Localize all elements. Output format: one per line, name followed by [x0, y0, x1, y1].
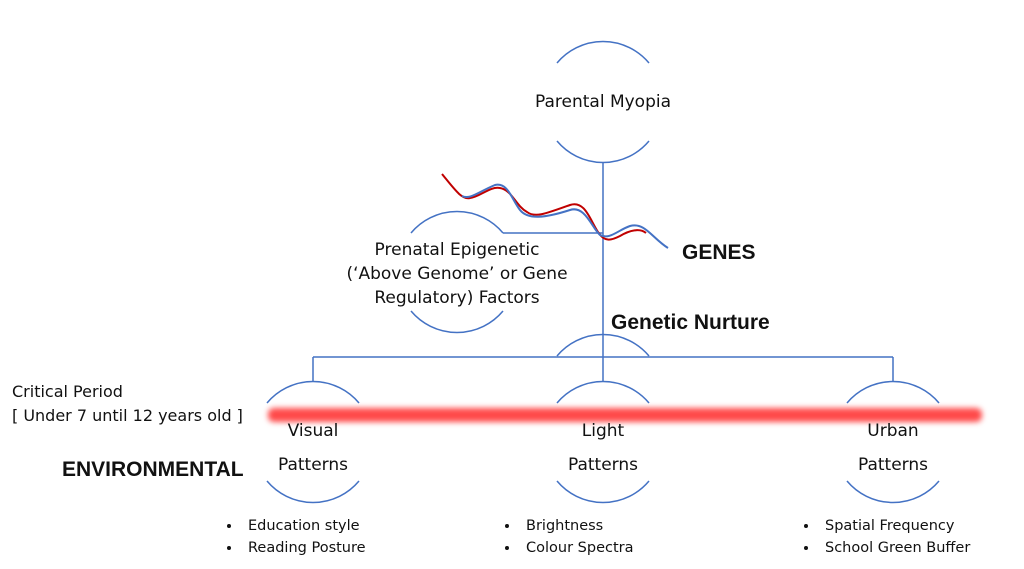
node-visual-patterns: Visual Patterns: [253, 414, 373, 482]
light-bullets: Brightness Colour Spectra: [492, 515, 634, 559]
critical-period-range: [ Under 7 until 12 years old ]: [12, 406, 243, 425]
node-prenatal-line: (‘Above Genome’ or Gene: [346, 264, 568, 284]
urban-arc-top: [846, 380, 940, 404]
node-label: Patterns: [857, 455, 929, 475]
bullet-item: Education style: [242, 515, 366, 537]
node-parental-myopia: Parental Myopia: [534, 92, 672, 112]
urban-bullets: Spatial Frequency School Green Buffer: [791, 515, 970, 559]
critical-period-title: Critical Period: [12, 382, 123, 401]
parental-arc-bottom: [556, 140, 650, 164]
bullet-item: Colour Spectra: [520, 537, 634, 559]
dna-strand-blue: [461, 183, 669, 249]
critical-period-band: [268, 408, 982, 422]
node-prenatal: Prenatal Epigenetic (‘Above Genome’ or G…: [342, 238, 572, 310]
bullet-item: Reading Posture: [242, 537, 366, 559]
parental-arc-top: [556, 40, 650, 64]
bullet-item: Brightness: [520, 515, 634, 537]
critical-period-label: Critical Period [ Under 7 until 12 years…: [12, 380, 243, 428]
visual-arc-top: [266, 380, 360, 404]
bullet-item: Spatial Frequency: [819, 515, 970, 537]
genes-label: GENES: [682, 241, 756, 264]
prenatal-arc-bottom: [410, 310, 504, 334]
visual-arc-bottom: [266, 480, 360, 504]
prenatal-arc-top: [410, 210, 504, 234]
node-prenatal-line: Prenatal Epigenetic: [374, 240, 540, 260]
genetic-nurture-label: Genetic Nurture: [611, 311, 770, 334]
light-arc-bottom: [556, 480, 650, 504]
node-urban-patterns: Urban Patterns: [833, 414, 953, 482]
environmental-label: ENVIRONMENTAL: [62, 458, 244, 481]
node-label: Patterns: [277, 455, 349, 475]
node-label: Visual: [287, 421, 339, 441]
branch-line: [312, 356, 894, 382]
bullet-item: School Green Buffer: [819, 537, 970, 559]
node-label: Light: [581, 421, 625, 441]
node-prenatal-line: Regulatory) Factors: [374, 288, 540, 308]
visual-bullets: Education style Reading Posture: [214, 515, 366, 559]
dna-strand-red: [441, 173, 647, 241]
light-arc-top: [556, 380, 650, 404]
node-light-patterns: Light Patterns: [543, 414, 663, 482]
urban-arc-bottom: [846, 480, 940, 504]
node-label: Patterns: [567, 455, 639, 475]
node-label: Urban: [867, 421, 919, 441]
